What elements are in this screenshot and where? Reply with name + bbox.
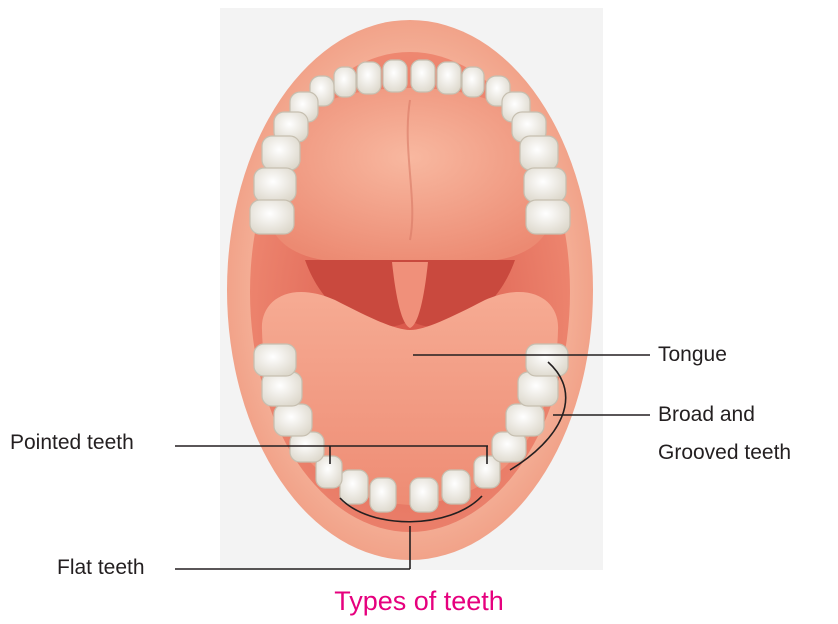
label-pointed-teeth: Pointed teeth <box>10 428 134 458</box>
label-tongue: Tongue <box>658 340 727 370</box>
label-flat-teeth: Flat teeth <box>57 553 145 583</box>
label-broad-line1: Broad and <box>658 400 755 430</box>
label-broad-line2: Grooved teeth <box>658 438 791 468</box>
figure-caption: Types of teeth <box>0 584 838 618</box>
